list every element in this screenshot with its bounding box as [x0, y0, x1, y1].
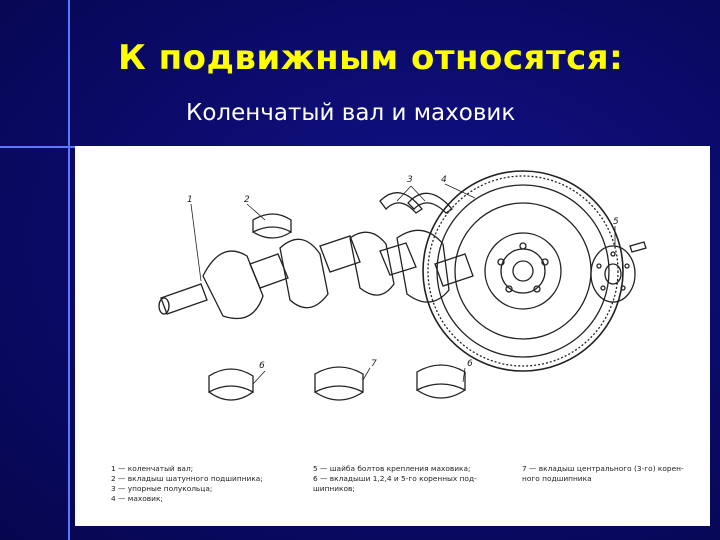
legend-line: 4 — маховик;	[111, 494, 163, 503]
legend-line: 2 — вкладыш шатунного подшипника;	[111, 474, 263, 483]
crankshaft-flywheel-drawing: 1 2 3 4 5 6 7 6 1 — коленчатый вал; 2 — …	[75, 146, 710, 526]
part-label: 5	[613, 217, 619, 227]
legend-line: 7 — вкладыш центрального (3-го) корен-	[522, 464, 684, 473]
bearing-shells-drawing	[208, 213, 466, 401]
slide-title: К подвижным относятся:	[118, 38, 624, 78]
legend-column-3: 7 — вкладыш центрального (3-го) корен- н…	[522, 464, 684, 484]
part-label: 6	[259, 361, 265, 371]
legend-line: 3 — упорные полукольца;	[111, 484, 213, 493]
thrust-rings-drawing	[379, 192, 453, 214]
part-label: 4	[441, 175, 447, 185]
legend-column-1: 1 — коленчатый вал; 2 — вкладыш шатунног…	[111, 464, 263, 504]
decor-horizontal-line	[0, 146, 110, 148]
part-label: 1	[187, 195, 193, 205]
drawing-svg: 1 2 3 4 5 6 7 6	[158, 170, 647, 401]
legend-column-2: 5 — шайба болтов крепления маховика; 6 —…	[313, 464, 477, 494]
legend-line: ного подшипника	[522, 474, 592, 483]
crankshaft-drawing	[158, 229, 474, 320]
legend-line: 6 — вкладыши 1,2,4 и 5-го коренных под-	[313, 474, 477, 483]
part-label: 7	[371, 359, 377, 369]
part-label: 3	[407, 175, 413, 185]
washer-drawing	[590, 241, 647, 303]
legend-line: 5 — шайба болтов крепления маховика;	[313, 464, 471, 473]
legend-line: 1 — коленчатый вал;	[111, 464, 194, 473]
legend-line: шипников;	[313, 484, 355, 493]
flywheel-drawing	[422, 170, 624, 372]
part-number-labels: 1 2 3 4 5 6 7 6	[187, 175, 619, 371]
part-label: 6	[467, 359, 473, 369]
slide-subtitle: Коленчатый вал и маховик	[186, 100, 516, 126]
part-label: 2	[244, 195, 250, 205]
decor-vertical-line	[68, 0, 70, 540]
leader-lines	[190, 183, 616, 385]
